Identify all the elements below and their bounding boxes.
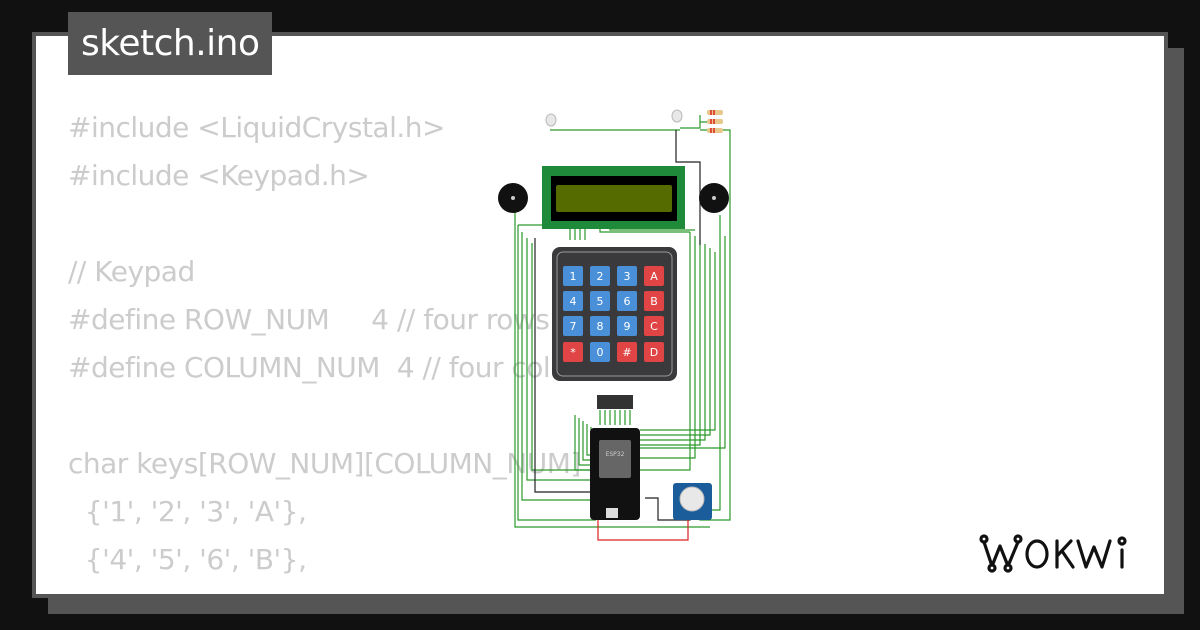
- code-line: #define COLUMN_NUM 4 // four columns: [68, 351, 626, 384]
- resistor-icon: [707, 110, 723, 133]
- potentiometer: [673, 483, 712, 520]
- svg-text:*: *: [570, 346, 576, 359]
- svg-text:8: 8: [597, 320, 604, 333]
- svg-text:D: D: [650, 346, 658, 359]
- svg-text:1: 1: [570, 270, 577, 283]
- svg-text:WOKWI: WOKWI: [976, 528, 980, 529]
- esp32-board: ESP32: [590, 428, 640, 520]
- code-line: {'7', '8', '9', 'C'},: [68, 591, 308, 594]
- code-line: {'4', '5', '6', 'B'},: [68, 543, 307, 576]
- svg-text:A: A: [650, 270, 658, 283]
- code-line: #define ROW_NUM 4 // four rows: [68, 303, 550, 336]
- svg-text:6: 6: [624, 295, 631, 308]
- svg-text:5: 5: [597, 295, 604, 308]
- circuit-diagram: 1 2 3 A 4 5 6 B 7 8 9 C * 0 # D ESP32: [498, 109, 731, 541]
- svg-text:2: 2: [597, 270, 604, 283]
- svg-text:ESP32: ESP32: [606, 451, 625, 458]
- code-line: {'1', '2', '3', 'A'},: [68, 495, 307, 528]
- buzzer-icon: [498, 183, 729, 213]
- code-line: char keys[ROW_NUM][COLUMN_NUM] = {: [68, 447, 638, 480]
- code-line: #include <LiquidCrystal.h>: [68, 111, 445, 144]
- code-line: #include <Keypad.h>: [68, 159, 370, 192]
- file-tab: sketch.ino: [68, 12, 273, 75]
- svg-text:C: C: [650, 320, 658, 333]
- wokwi-logo: WOKWI: [976, 528, 1127, 573]
- svg-text:#: #: [622, 346, 631, 359]
- keypad: 1 2 3 A 4 5 6 B 7 8 9 C * 0 # D: [552, 247, 677, 409]
- svg-text:9: 9: [624, 320, 631, 333]
- led-icon: [545, 109, 683, 127]
- code-line: // Keypad: [68, 255, 195, 288]
- svg-text:7: 7: [570, 320, 577, 333]
- lcd-display: [542, 166, 685, 229]
- svg-text:3: 3: [624, 270, 631, 283]
- svg-text:4: 4: [570, 295, 577, 308]
- svg-text:0: 0: [597, 346, 604, 359]
- svg-text:B: B: [650, 295, 658, 308]
